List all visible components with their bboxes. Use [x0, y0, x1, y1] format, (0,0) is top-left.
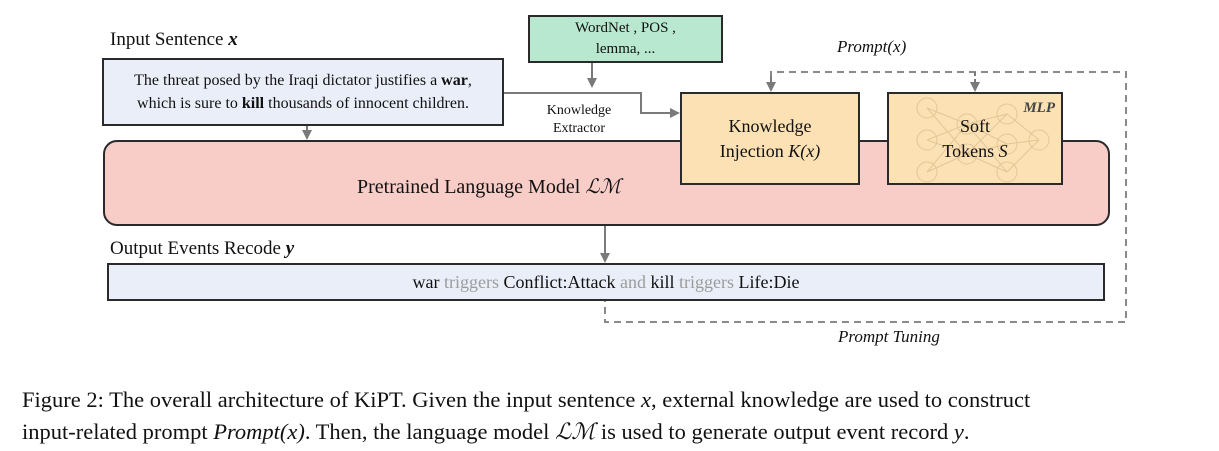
input-sentence-box: The threat posed by the Iraqi dictator j…: [102, 58, 504, 126]
soft-tokens-box: MLP Soft Tokens S: [887, 92, 1063, 185]
injection-line-2: Injection K(x): [720, 139, 820, 164]
prompt-label: Prompt(x): [837, 37, 907, 56]
caption-var-x: x: [640, 387, 651, 412]
input-sentence-label: Input Sentence x: [110, 29, 238, 51]
extractor-line-2: Extractor: [552, 121, 606, 136]
injection-line-2-math: K(x): [788, 140, 821, 161]
sentence-line-1-text: The threat posed by the Iraqi dictator j…: [134, 72, 442, 89]
prompt-dashed-loop: [604, 71, 1127, 323]
kb-line-1: WordNet , POS ,: [575, 20, 676, 36]
sentence-line-1-end: ,: [467, 72, 472, 89]
knowledge-source-box: WordNet , POS , lemma, ...: [528, 15, 723, 63]
sentence-line-2: which is sure to kill thousands of innoc…: [137, 92, 469, 115]
injection-line-2-text: Injection: [719, 140, 789, 161]
trigger-word-war: war: [441, 72, 468, 89]
caption-text-1b: , external knowledge are used to constru…: [650, 387, 1031, 412]
caption-line-2: input-related prompt Prompt(x). Then, th…: [22, 416, 1202, 448]
soft-line-1: Soft: [959, 115, 990, 136]
output-event-token: Conflict:Attack: [503, 271, 620, 292]
lm-label-math: ℒℳ: [585, 176, 622, 198]
caption-text-2c: is used to generate output event record: [595, 419, 954, 444]
lm-label-text: Pretrained Language Model: [357, 176, 586, 198]
trigger-word-kill: kill: [241, 95, 265, 112]
caption-text-2d: .: [963, 419, 970, 444]
output-event-token: kill: [650, 271, 679, 292]
caption-text-1a: Figure 2: The overall architecture of Ki…: [22, 387, 641, 412]
caption-text-2a: input-related prompt: [22, 419, 214, 444]
caption-var-y: y: [953, 419, 964, 444]
output-event-token: Life:Die: [738, 271, 800, 292]
output-label-text: Output Events Recode: [110, 238, 286, 259]
output-connector-word: triggers: [444, 271, 504, 292]
mlp-network-icon: [916, 97, 1050, 183]
caption-var-lm: ℒℳ: [554, 419, 596, 444]
output-event-token: war: [412, 271, 445, 292]
input-label-text: Input Sentence: [110, 29, 229, 50]
input-label-var: x: [228, 29, 238, 50]
sentence-line-1: The threat posed by the Iraqi dictator j…: [134, 69, 472, 92]
output-event-record: war triggers Conflict:Attack and kill tr…: [413, 272, 800, 293]
arrow-extractor-to-injection: [504, 92, 680, 118]
kb-line-2: lemma, ...: [595, 41, 656, 57]
sentence-line-2-text: which is sure to: [137, 95, 242, 112]
language-model-label: Pretrained Language Model ℒℳ: [357, 174, 621, 199]
output-label-var: y: [285, 238, 295, 259]
figure-caption: Figure 2: The overall architecture of Ki…: [22, 384, 1202, 448]
soft-line-2-text: Tokens: [942, 140, 999, 161]
injection-line-1: Knowledge: [728, 115, 812, 136]
output-connector-word: triggers: [679, 271, 739, 292]
knowledge-injection-box: Knowledge Injection K(x): [680, 92, 860, 185]
sentence-line-2-end: thousands of innocent children.: [264, 95, 469, 112]
extractor-line-1: Knowledge: [546, 103, 612, 118]
caption-var-prompt: Prompt(x): [213, 419, 305, 444]
knowledge-extractor-label: Knowledge Extractor: [538, 102, 620, 138]
output-events-label: Output Events Recode y: [110, 238, 294, 260]
soft-line-2: Tokens S: [942, 139, 1007, 164]
mlp-label: MLP: [1023, 100, 1055, 116]
output-events-box: war triggers Conflict:Attack and kill tr…: [107, 263, 1105, 301]
prompt-tuning-label: Prompt Tuning: [838, 327, 940, 346]
soft-line-2-math: S: [998, 140, 1008, 161]
caption-text-2b: . Then, the language model: [304, 419, 555, 444]
caption-line-1: Figure 2: The overall architecture of Ki…: [22, 384, 1202, 416]
output-connector-word: and: [619, 271, 651, 292]
